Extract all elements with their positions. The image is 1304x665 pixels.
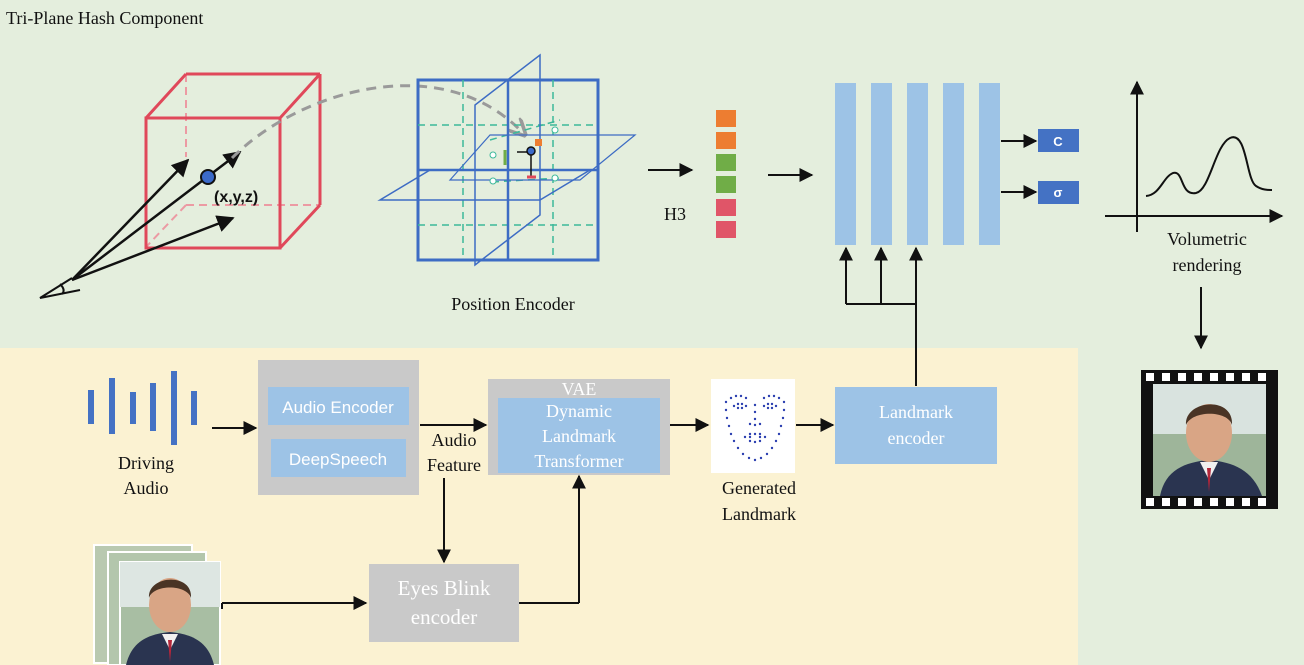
output-sigma-box [1038, 181, 1079, 204]
vae-title: VAE [562, 379, 597, 399]
landmark-transformer-line1: Dynamic [546, 401, 612, 421]
landmark-transformer-line3: Transformer [534, 451, 623, 471]
eyes-blink-line2: encoder [411, 605, 477, 629]
mlp-layer [907, 83, 928, 245]
mlp-layer [871, 83, 892, 245]
eyes-blink-line1: Eyes Blink [398, 576, 491, 600]
landmark-encoder-line1: Landmark [879, 402, 953, 422]
landmark-transformer-box [498, 398, 660, 473]
eye-pupil-icon [59, 283, 65, 295]
position-encoder-label: Position Encoder [451, 294, 575, 314]
generated-landmark-line2: Landmark [722, 504, 796, 524]
output-c-label: C [1053, 134, 1063, 149]
audio-waveform-icon [88, 371, 197, 445]
mlp-layer [979, 83, 1000, 245]
hash-feature-stack [716, 110, 736, 238]
reference-video-frames [93, 544, 221, 665]
generated-landmark-image [711, 379, 795, 473]
hash-cell [716, 110, 736, 127]
audio-encoder-box [268, 387, 409, 425]
audio-encoder-label: Audio Encoder [282, 398, 394, 417]
output-sigma-label: σ [1054, 185, 1063, 200]
cube-icon [144, 72, 322, 250]
output-c-box [1038, 129, 1079, 152]
output-video-frame [1141, 370, 1278, 509]
deepspeech-label: DeepSpeech [289, 450, 387, 469]
mlp-blocks [835, 83, 1000, 245]
mlp-layer [943, 83, 964, 245]
driving-audio-line2: Audio [124, 478, 169, 498]
point-label: (x,y,z) [214, 189, 258, 206]
sample-point [200, 169, 216, 185]
deepspeech-box [271, 439, 406, 477]
hash-cell [716, 154, 736, 171]
panel-title: Tri-Plane Hash Component [6, 8, 203, 28]
eyes-blink-encoder-box [369, 564, 519, 642]
h3-label: H3 [664, 204, 686, 224]
projection-arrow [230, 84, 520, 160]
audio-feature-line2: Feature [427, 455, 481, 475]
rendering-label-line1: Volumetric [1167, 229, 1247, 249]
landmark-encoder-line2: encoder [888, 428, 945, 448]
driving-audio-line1: Driving [118, 453, 174, 473]
landmark-transformer-line2: Landmark [542, 426, 616, 446]
hash-cell [716, 221, 736, 238]
hash-cell [716, 132, 736, 149]
audio-feature-line1: Audio [432, 430, 477, 450]
mlp-layer [835, 83, 856, 245]
tri-plane-icon [377, 53, 637, 267]
hash-cell [716, 176, 736, 193]
hash-cell [716, 199, 736, 216]
generated-landmark-line1: Generated [722, 478, 796, 498]
landmark-condition-arrows [839, 246, 923, 386]
rendering-label-line2: rendering [1173, 255, 1242, 275]
arrow-eyes-to-vae [519, 474, 586, 604]
landmark-encoder-box [835, 387, 997, 464]
rendering-plot-icon [1105, 80, 1284, 232]
face-landmark-points [724, 394, 786, 462]
